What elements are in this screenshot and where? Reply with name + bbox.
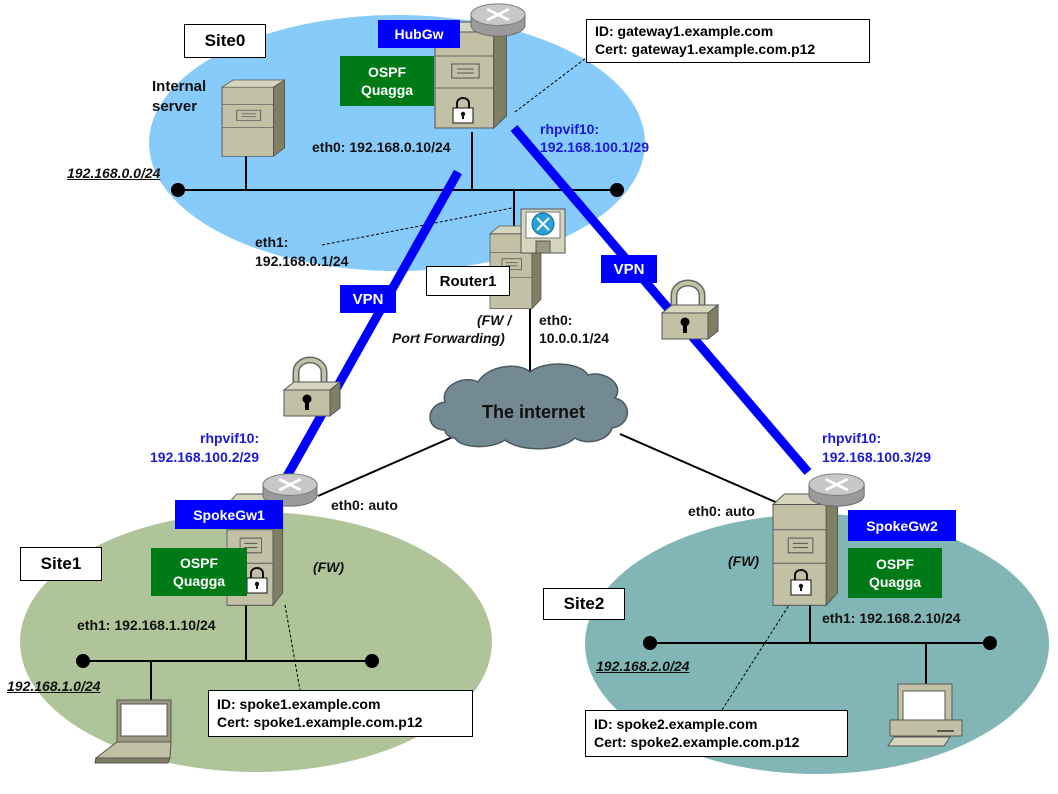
vpn-spoke1-text: VPN xyxy=(352,290,384,308)
site1-label: Site1 xyxy=(20,547,102,581)
router1-eth0-label: eth0: xyxy=(539,312,573,328)
spokegw1-eth1-label: eth1: 192.168.1.10/24 xyxy=(77,617,216,633)
site0-network-label: 192.168.0.0/24 xyxy=(67,165,161,181)
site2-bus-end-right xyxy=(983,636,997,650)
spoke1-internet-link xyxy=(317,435,456,497)
router1-role-line2: Port Forwarding) xyxy=(392,330,505,346)
hubgw-rhpvif-addr: 192.168.100.1/29 xyxy=(540,139,649,155)
hubgw-ospf-line1: OSPF xyxy=(367,64,407,80)
router1-name: Router1 xyxy=(439,272,497,290)
router1-eth1-addr: 192.168.0.1/24 xyxy=(255,253,349,269)
site0-bus-end-left xyxy=(171,183,185,197)
spokegw1-cert: Cert: spoke1.example.com.p12 xyxy=(217,714,423,730)
spokegw2-name-label[interactable]: SpokeGw2 xyxy=(848,510,956,541)
site2-label: Site2 xyxy=(543,588,625,620)
spokegw2-ospf-line1: OSPF xyxy=(875,556,915,572)
site2-bus-end-left xyxy=(643,636,657,650)
laptop-icon xyxy=(94,699,172,764)
hubgw-ospf-line2: Quagga xyxy=(360,82,414,98)
spokegw1-eth0-label: eth0: auto xyxy=(331,497,398,513)
spokegw2-name: SpokeGw2 xyxy=(866,517,938,534)
site2-network-label: 192.168.2.0/24 xyxy=(596,658,690,674)
site1-name: Site1 xyxy=(40,554,82,573)
router1-role-line1: (FW / xyxy=(477,312,512,328)
spokegw1-ospf-label: OSPF Quagga xyxy=(151,548,247,596)
vpn-spoke1-lock-icon xyxy=(284,360,340,416)
spokegw1-ospf-line1: OSPF xyxy=(179,555,219,571)
spokegw2-router-icon xyxy=(807,472,866,508)
spokegw2-eth1-label: eth1: 192.168.2.10/24 xyxy=(822,610,961,626)
site1-network-label: 192.168.1.0/24 xyxy=(7,678,101,694)
hubgw-eth0-label: eth0: 192.168.0.10/24 xyxy=(312,139,451,155)
internal-server-icon xyxy=(221,79,286,157)
router1-eth0-addr: 10.0.0.1/24 xyxy=(539,330,610,346)
spokegw2-identity-box: ID: spoke2.example.com Cert: spoke2.exam… xyxy=(585,710,848,757)
vpn-spoke2-lock-icon xyxy=(662,283,718,339)
hubgw-name: HubGw xyxy=(394,26,444,42)
router-eth1-callout-line xyxy=(321,207,513,246)
vpn-spoke2-label[interactable]: VPN xyxy=(601,255,657,283)
spokegw2-rhpvif-label: rhpvif10: xyxy=(822,430,882,446)
site2-name: Site2 xyxy=(563,594,605,613)
hubgw-ospf-label: OSPF Quagga xyxy=(340,56,434,106)
spokegw2-ospf-line2: Quagga xyxy=(868,574,922,590)
spoke2-id-callout-line xyxy=(721,601,792,711)
spoke1-id-callout-line xyxy=(284,604,301,691)
spokegw1-rhpvif-label: rhpvif10: xyxy=(200,430,260,446)
spokegw1-role-label: (FW) xyxy=(313,559,345,575)
spokegw1-id: ID: spoke1.example.com xyxy=(217,696,381,712)
spoke2-internet-link xyxy=(619,433,781,505)
hubgw-identity-box: ID: gateway1.example.com Cert: gateway1.… xyxy=(586,19,870,63)
site0-area xyxy=(149,15,645,271)
internal-server-label-1: Internal xyxy=(152,78,207,95)
spokegw2-role-label: (FW) xyxy=(728,553,760,569)
hubgw-rhpvif-label: rhpvif10: xyxy=(540,121,600,137)
internet-label: The internet xyxy=(482,402,586,422)
spokegw2-eth0-label: eth0: auto xyxy=(688,503,755,519)
internet-cloud-icon xyxy=(429,363,629,450)
vpn-spoke1-label[interactable]: VPN xyxy=(340,285,396,313)
spokegw1-ospf-line2: Quagga xyxy=(172,573,226,589)
spokegw2-ospf-label: OSPF Quagga xyxy=(848,548,942,598)
hubgw-name-label[interactable]: HubGw xyxy=(378,20,460,48)
router1-floppy-icon xyxy=(520,208,566,254)
spokegw2-rhpvif-addr: 192.168.100.3/29 xyxy=(822,449,931,465)
spokegw1-identity-box: ID: spoke1.example.com Cert: spoke1.exam… xyxy=(208,690,473,737)
site0-label: Site0 xyxy=(184,24,266,58)
vpn-tunnel-spoke1[interactable] xyxy=(282,169,462,481)
hubgw-router-icon xyxy=(469,2,527,38)
spokegw2-cert: Cert: spoke2.example.com.p12 xyxy=(594,734,800,750)
router1-eth1-label: eth1: xyxy=(255,234,289,250)
vpn-tunnel-spoke2[interactable] xyxy=(510,125,812,475)
router1-name-label[interactable]: Router1 xyxy=(426,266,510,296)
spokegw1-rhpvif-addr: 192.168.100.2/29 xyxy=(150,449,259,465)
site0-name: Site0 xyxy=(204,31,246,50)
site0-bus-end-right xyxy=(610,183,624,197)
spokegw1-name: SpokeGw1 xyxy=(193,506,265,523)
spokegw1-name-label[interactable]: SpokeGw1 xyxy=(175,500,283,529)
desktop-pc-icon xyxy=(887,683,963,747)
internal-server-label-2: server xyxy=(152,98,198,115)
hubgw-cert: Cert: gateway1.example.com.p12 xyxy=(595,41,816,57)
spokegw2-id: ID: spoke2.example.com xyxy=(594,716,758,732)
site1-bus-end-left xyxy=(76,654,90,668)
hubgw-id: ID: gateway1.example.com xyxy=(595,23,774,39)
site1-bus-end-right xyxy=(365,654,379,668)
vpn-spoke2-text: VPN xyxy=(613,260,645,278)
